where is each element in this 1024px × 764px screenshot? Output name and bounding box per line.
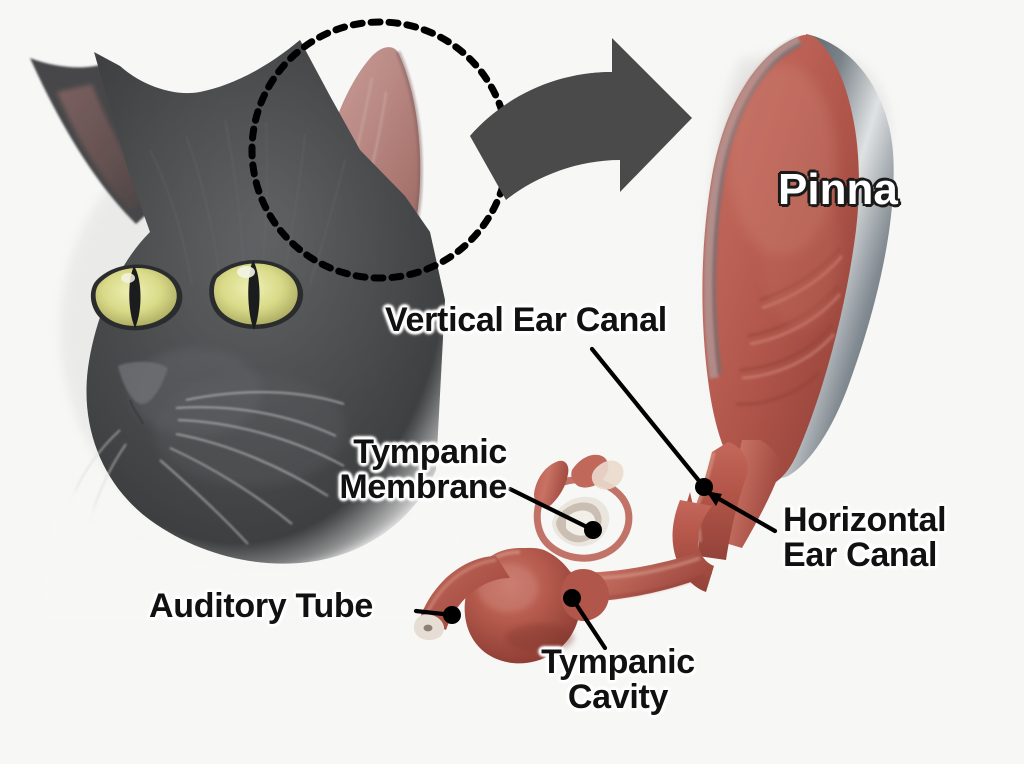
tympanic-membrane-region [533, 476, 633, 562]
dot-tympanic-membrane [584, 521, 602, 539]
dot-vertical-ear-canal [695, 478, 713, 496]
leader-tympanic-cavity [569, 595, 608, 651]
label-tympanic-membrane: Tympanic Membrane [339, 433, 507, 506]
canal-bend [672, 500, 714, 592]
highlight-circle [248, 18, 512, 282]
leader-vertical-ear-canal [589, 346, 707, 490]
vertical-ear-canal [684, 442, 748, 560]
arrowhead-horizontal-ear-canal [706, 491, 722, 506]
leader-horizontal-ear-canal [704, 489, 778, 534]
cat-nose [118, 361, 168, 404]
label-tympanic-cavity: Tympanic Cavity [541, 643, 695, 716]
leader-tympanic-membrane [507, 486, 596, 533]
cat-right-ear-inner [318, 47, 421, 300]
pinna-body [702, 34, 859, 487]
auditory-tube [420, 556, 510, 630]
horizontal-ear-canal [522, 552, 712, 602]
dot-tympanic-cavity [563, 589, 581, 607]
auditory-tube-opening [413, 614, 445, 641]
label-vertical-ear-canal: Vertical Ear Canal [385, 301, 667, 339]
leader-auditory-tube [413, 608, 455, 618]
cat-eye-right [209, 259, 304, 330]
cat-eye-left [90, 264, 183, 331]
cat-ear-base [301, 272, 332, 327]
pinna-outer-fur [768, 34, 894, 479]
ear-ossicle-crest [534, 460, 569, 508]
dot-auditory-tube [443, 606, 461, 624]
label-auditory-tube: Auditory Tube [149, 587, 374, 625]
cat-left-ear [30, 58, 160, 224]
label-pinna: Pinna [778, 165, 898, 214]
label-horizontal-ear-canal: Horizontal Ear Canal [783, 501, 947, 574]
pinna-base [702, 440, 781, 548]
cat-right-ear-back [276, 60, 375, 300]
